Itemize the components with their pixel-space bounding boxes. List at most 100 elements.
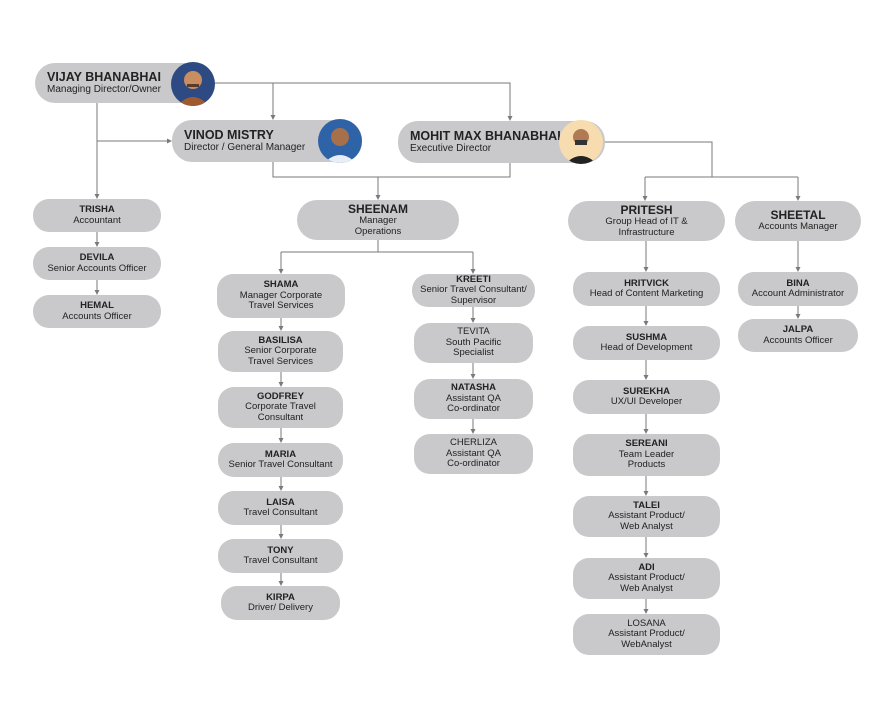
node-name: TRISHA: [79, 204, 115, 215]
node-role: Consultant: [257, 411, 304, 423]
node-name: SHEETAL: [770, 208, 826, 223]
node-role: UX/UI Developer: [610, 396, 683, 407]
node-name: SUREKHA: [623, 385, 670, 397]
node-name: TEVITA: [457, 326, 490, 338]
node-role: Products: [627, 459, 666, 471]
node-role: Specialist: [453, 347, 494, 359]
node-role: Accounts Officer: [62, 310, 132, 322]
node-name: MARIA: [264, 448, 297, 460]
node-name: SHEENAM: [347, 202, 408, 216]
avatar-vinod: [318, 119, 362, 163]
node-role: Senior Corporate: [244, 345, 317, 357]
node-role: Co-ordinator: [447, 458, 500, 470]
node-role: Senior Accounts Officer: [47, 262, 147, 274]
node-role: Director / General Manager: [184, 142, 306, 154]
node-role: Corporate Travel: [245, 401, 316, 413]
node-role: Travel Services: [247, 355, 314, 367]
node-name: ADI: [638, 561, 655, 573]
node-name: DEVILA: [79, 252, 115, 263]
node-name: VIJAY BHANABHAI: [47, 70, 161, 85]
node-name: SHAMA: [263, 279, 299, 291]
node-name: CHERLIZA: [450, 437, 497, 449]
node-role: Assistant Product/: [608, 572, 685, 584]
node-role: Executive Director: [410, 143, 492, 155]
node-name: VINOD MISTRY: [184, 128, 274, 143]
node-role: Travel Services: [248, 300, 314, 312]
node-role: Web Analyst: [620, 582, 673, 594]
node-name: TALEI: [633, 499, 660, 511]
node-name: NATASHA: [450, 382, 497, 394]
node-role: Accountant: [73, 214, 121, 226]
node-name: GODFREY: [257, 390, 304, 402]
node-role: Team Leader: [618, 448, 675, 460]
node-role: Travel Consultant: [243, 507, 318, 518]
node-role: Travel Consultant: [243, 555, 318, 566]
node-name: BASILISA: [258, 334, 303, 346]
node-role: Co-ordinator: [447, 403, 500, 415]
node-role: Web Analyst: [620, 520, 673, 532]
node-role: Operations: [354, 225, 402, 237]
node-role: Assistant QA: [446, 392, 501, 404]
node-role: WebAnalyst: [621, 638, 672, 650]
node-role: Manager: [359, 215, 397, 226]
node-role: Head of Development: [600, 342, 693, 353]
node-role: Senior Travel Consultant: [228, 459, 333, 470]
node-role: Accounts Officer: [763, 334, 833, 346]
node-name: BINA: [786, 277, 810, 289]
node-role: Accounts Manager: [758, 221, 838, 233]
node-role: Senior Travel Consultant/: [420, 284, 527, 296]
node-name: MOHIT MAX BHANABHAI: [410, 129, 561, 144]
node-name: JALPA: [782, 324, 814, 335]
node-role: Assistant QA: [446, 447, 501, 459]
node-name: LOSANA: [627, 617, 666, 629]
node-role: Head of Content Marketing: [589, 288, 704, 299]
node-role: Supervisor: [450, 294, 497, 306]
node-name: SUSHMA: [625, 331, 668, 343]
avatar-mohit: [559, 120, 603, 164]
node-role: Assistant Product/: [608, 628, 685, 640]
avatar-vijay: [171, 62, 215, 106]
node-name: LAISA: [266, 496, 295, 508]
node-name: KIRPA: [266, 591, 295, 603]
node-name: KREETI: [456, 273, 491, 285]
node-role: South Pacific: [445, 336, 502, 348]
node-role: Manager Corporate: [239, 289, 323, 301]
node-name: TONY: [267, 544, 294, 556]
node-role: Account Administrator: [751, 288, 845, 299]
node-name: PRITESH: [620, 203, 673, 217]
node-role: Assistant Product/: [608, 510, 685, 522]
node-name: HEMAL: [80, 300, 114, 311]
node-name: HRITVICK: [624, 277, 669, 289]
node-role: Infrastructure: [618, 226, 675, 238]
node-role: Driver/ Delivery: [248, 602, 313, 613]
node-name: SEREANI: [625, 438, 668, 450]
